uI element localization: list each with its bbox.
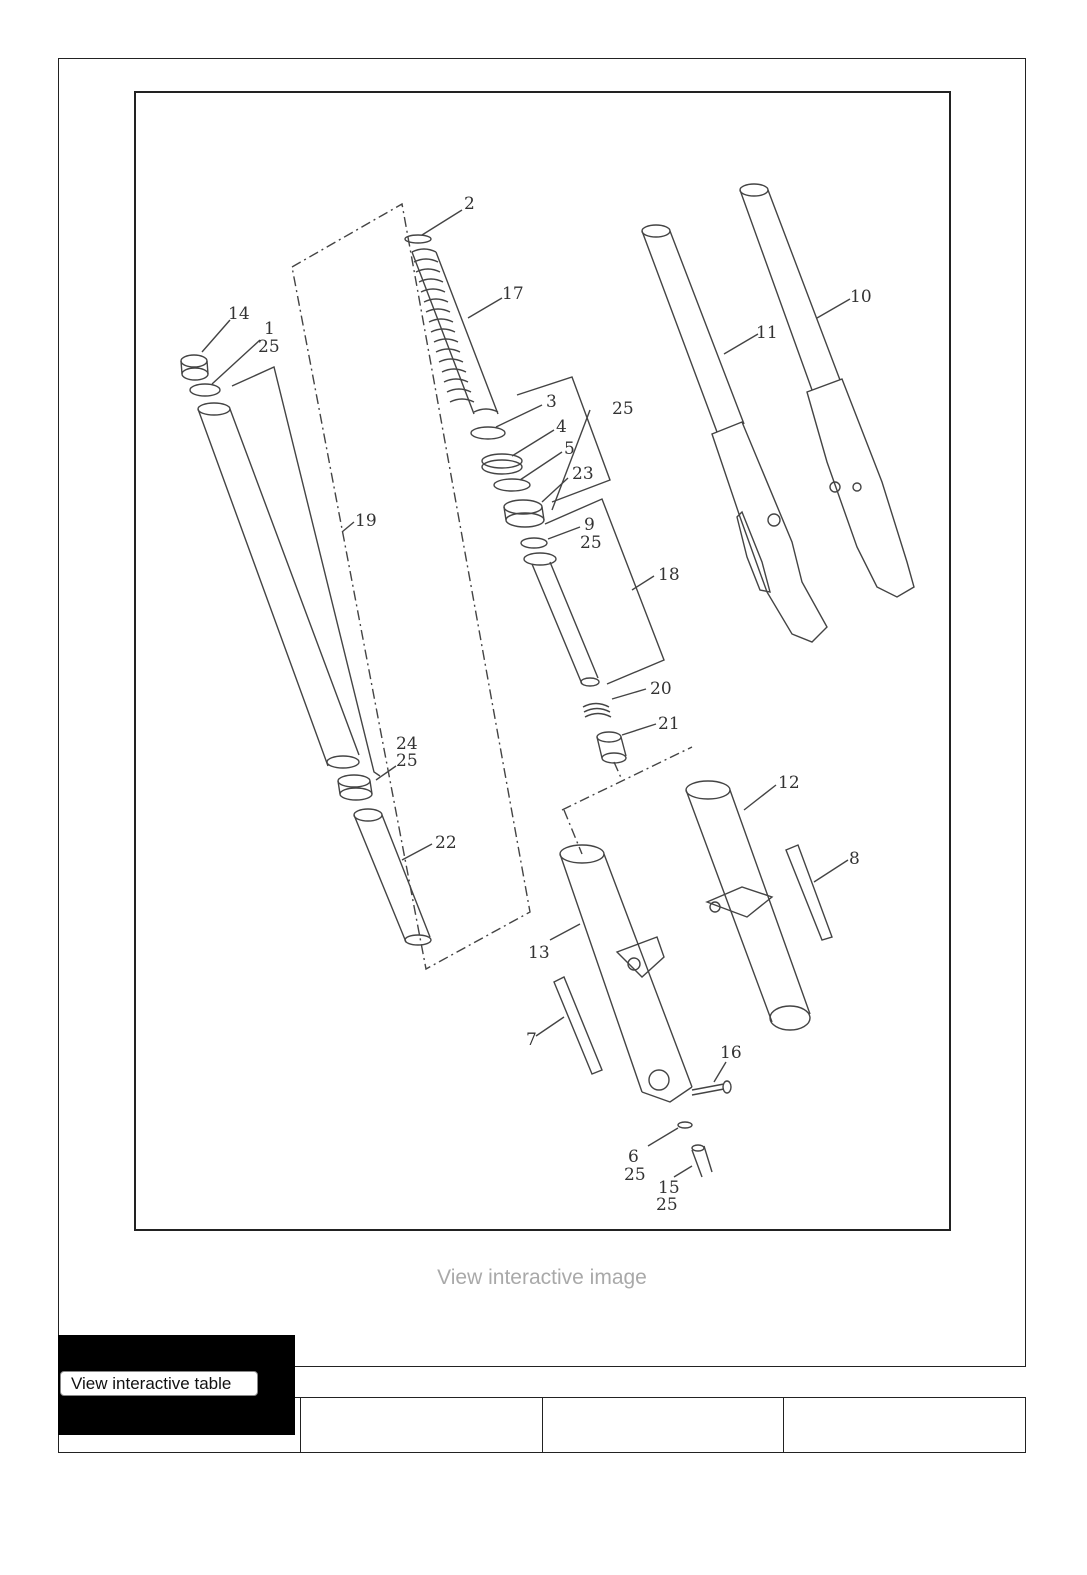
page-frame: [58, 58, 1026, 1367]
callout-label: 9: [584, 515, 595, 535]
spring-coils: [411, 248, 499, 415]
callout-label: 20: [650, 679, 672, 699]
callout-label: 22: [435, 833, 457, 853]
callout-label: 3: [546, 392, 557, 412]
callout-label: 10: [850, 287, 872, 307]
callout-label: 1: [264, 319, 275, 339]
callout-label: 12: [778, 773, 800, 793]
callout-label: 25: [656, 1195, 678, 1215]
callout-label: 17: [502, 284, 524, 304]
callout-label: 15: [658, 1178, 680, 1198]
callout-label: 25: [258, 337, 280, 357]
callout-label: 4: [556, 417, 567, 437]
fork-assembly-drawing: 2 17 14 1 25 19 3 4 5 23 25 9 25 18 20 2…: [180, 183, 915, 1215]
table-cell: [784, 1398, 1025, 1452]
callout-label: 23: [572, 464, 594, 484]
view-interactive-image-link[interactable]: View interactive image: [437, 1266, 647, 1289]
callout-label: 6: [628, 1147, 639, 1167]
callout-label: 14: [228, 304, 250, 324]
table-cell: [59, 1398, 301, 1452]
callout-label: 21: [658, 714, 680, 734]
table-cell: [543, 1398, 785, 1452]
callout-label: 16: [720, 1043, 742, 1063]
assembly-dashed-outline: [291, 202, 531, 971]
callout-label: 11: [756, 323, 778, 343]
callout-label: 25: [580, 533, 602, 553]
callout-label: 19: [355, 511, 377, 531]
callout-label: 25: [612, 399, 634, 419]
callout-label: 7: [526, 1030, 537, 1050]
callout-label: 8: [849, 849, 860, 869]
callout-label: 24: [396, 734, 418, 754]
callout-label: 18: [658, 565, 680, 585]
callout-label: 13: [528, 943, 550, 963]
callout-label: 25: [396, 751, 418, 771]
view-interactive-table-button[interactable]: View interactive table: [60, 1371, 258, 1396]
callout-label: 2: [464, 194, 475, 214]
callout-label: 5: [564, 439, 575, 459]
callout-label: 25: [624, 1165, 646, 1185]
table-cell: [301, 1398, 543, 1452]
exploded-parts-diagram: 2 17 14 1 25 19 3 4 5 23 25 9 25 18 20 2…: [134, 91, 951, 1231]
